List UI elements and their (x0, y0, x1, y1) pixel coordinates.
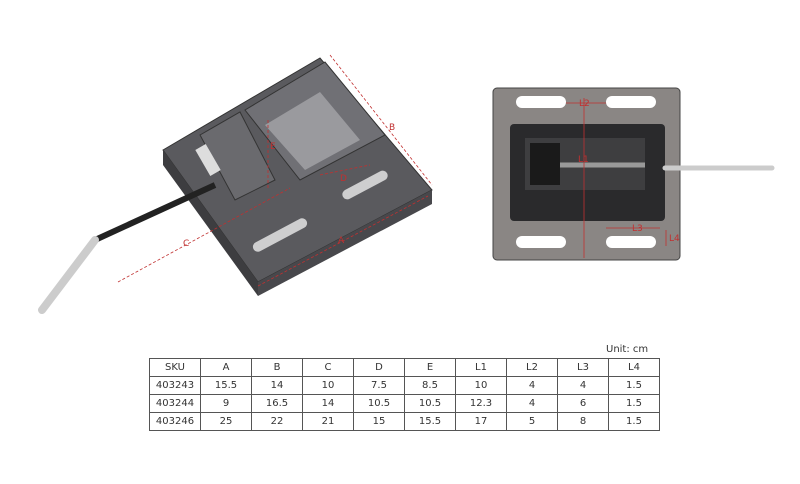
table-cell: 15.5 (404, 412, 456, 431)
header-cell: L2 (506, 358, 558, 377)
table-cell: 403246 (149, 412, 201, 431)
vise-top-view: L2 L1 L3 L4 (492, 87, 775, 261)
table-cell: 21 (302, 412, 354, 431)
table-cell: 8 (557, 412, 609, 431)
table-cell: 17 (455, 412, 507, 431)
table-cell: 10 (302, 376, 354, 395)
header-cell: B (251, 358, 303, 377)
table-cell: 4 (506, 394, 558, 413)
vise-perspective-view: B E D C A (38, 54, 433, 314)
header-cell: E (404, 358, 456, 377)
table-cell: 9 (200, 394, 252, 413)
table-header-row: SKU A B C D E L1 L2 L3 L4 (149, 358, 660, 377)
table-cell: 7.5 (353, 376, 405, 395)
table-cell: 403243 (149, 376, 201, 395)
header-cell: D (353, 358, 405, 377)
header-cell: L4 (608, 358, 660, 377)
table-cell: 10 (455, 376, 507, 395)
label-l1: L1 (578, 155, 589, 165)
table-cell: 16.5 (251, 394, 303, 413)
header-cell: L1 (455, 358, 507, 377)
label-a: A (338, 236, 345, 246)
table-cell: 10.5 (353, 394, 405, 413)
vise-illustrations: B E D C A L2 L1 L3 L4 (38, 54, 775, 314)
table-cell: 8.5 (404, 376, 456, 395)
table-cell: 15 (353, 412, 405, 431)
table-cell: 6 (557, 394, 609, 413)
label-e: E (270, 142, 276, 152)
table-cell: 4 (506, 376, 558, 395)
table-cell: 4 (557, 376, 609, 395)
table-cell: 403244 (149, 394, 201, 413)
table-cell: 15.5 (200, 376, 252, 395)
header-cell: SKU (149, 358, 201, 377)
table-cell: 1.5 (608, 376, 660, 395)
label-l4: L4 (669, 234, 680, 244)
table-cell: 1.5 (608, 412, 660, 431)
header-cell: C (302, 358, 354, 377)
table-cell: 22 (251, 412, 303, 431)
table-cell: 5 (506, 412, 558, 431)
unit-label: Unit: cm (606, 344, 649, 355)
label-d: D (340, 174, 347, 184)
table-cell: 14 (251, 376, 303, 395)
table-cell: 14 (302, 394, 354, 413)
label-c: C (183, 239, 189, 249)
table-cell: 25 (200, 412, 252, 431)
label-l2: L2 (579, 99, 590, 109)
header-cell: L3 (557, 358, 609, 377)
label-l3: L3 (632, 224, 643, 234)
table-cell: 1.5 (608, 394, 660, 413)
table-cell: 10.5 (404, 394, 456, 413)
label-b: B (389, 123, 395, 133)
table-cell: 12.3 (455, 394, 507, 413)
header-cell: A (200, 358, 252, 377)
